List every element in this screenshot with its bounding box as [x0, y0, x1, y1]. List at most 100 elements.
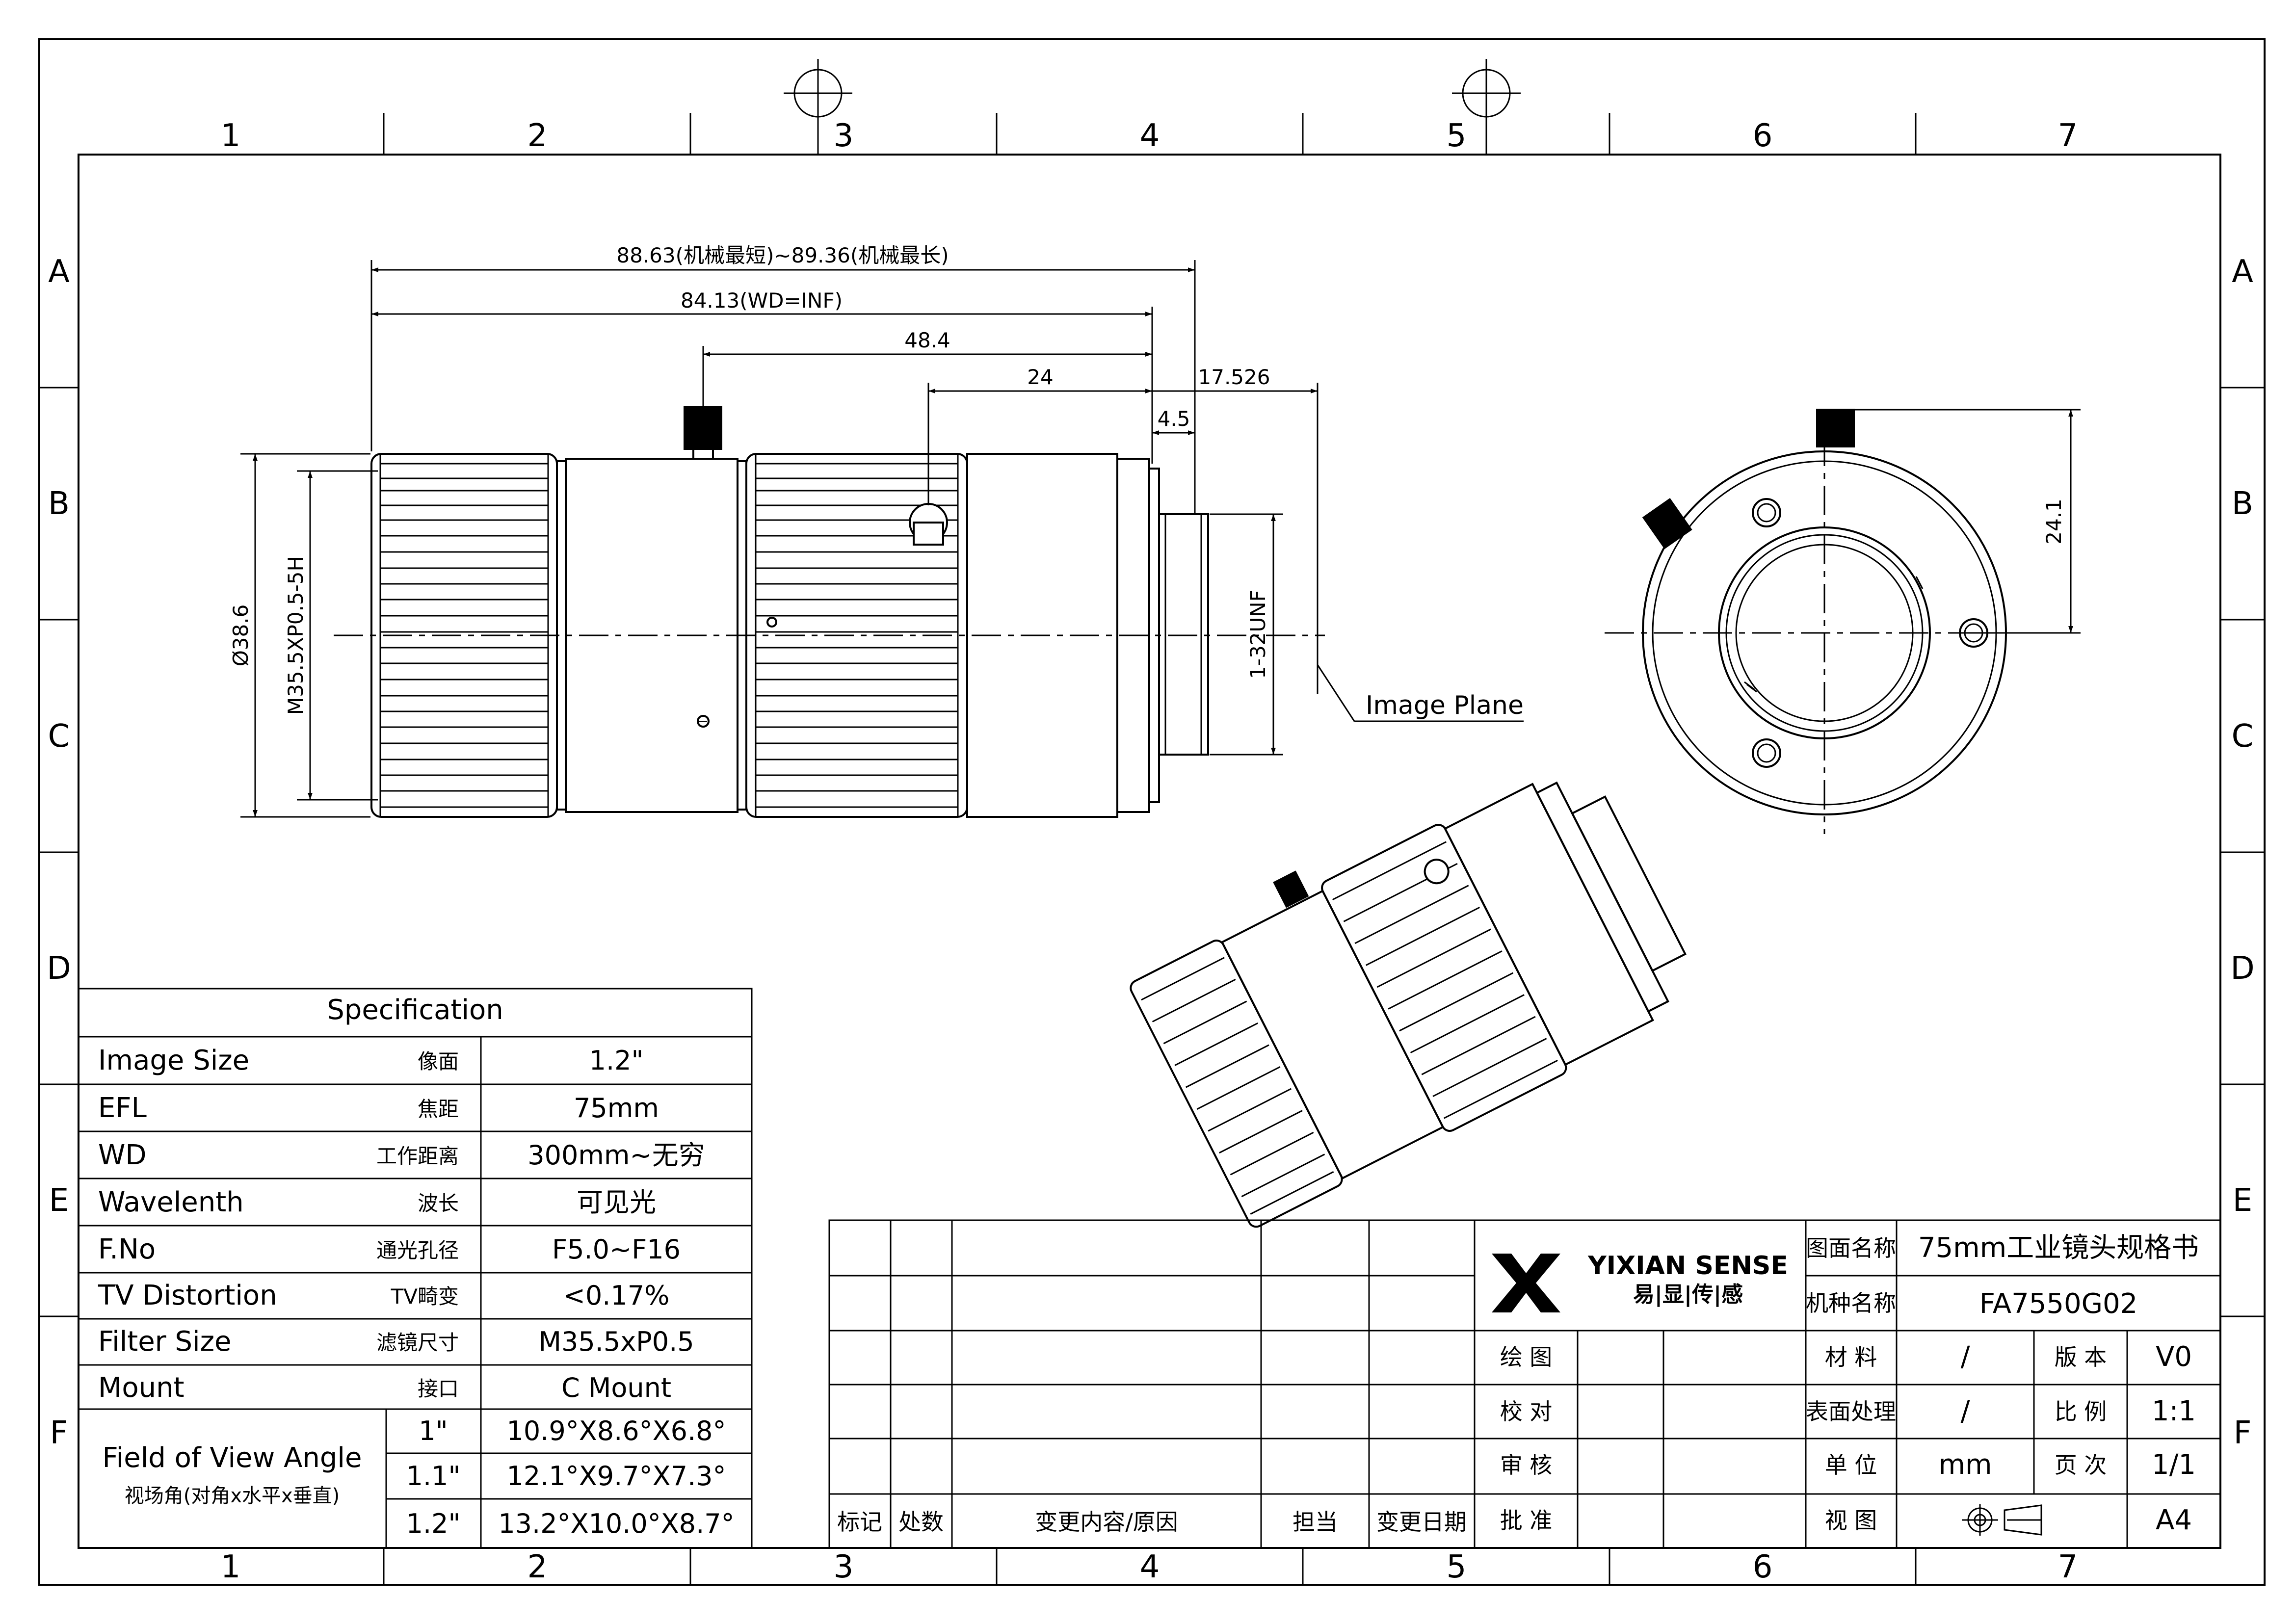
zone-col-bottom-2: 2 [528, 1549, 548, 1585]
zone-col-top-6: 6 [1753, 118, 1773, 154]
dim-24: 24 [1027, 365, 1053, 389]
dim-17-526: 17.526 [1198, 365, 1270, 389]
brand-name: YIXIAN SENSE [1587, 1251, 1788, 1281]
zone-row-left-B: B [48, 486, 70, 522]
lens-iso-view [1130, 781, 1687, 1228]
spec-cn-fov: 视场角(对角x水平x垂直) [125, 1485, 340, 1507]
dim-height: 24.1 [2042, 498, 2066, 545]
dim-overall-length: 88.63(机械最短)~89.36(机械最长) [616, 243, 949, 267]
spec-label-tv-distortion: TV Distortion [98, 1280, 277, 1311]
spec-label-efl: EFL [98, 1092, 147, 1124]
label-approved-by: 批 准 [1500, 1507, 1553, 1534]
zone-col-top-7: 7 [2058, 118, 2078, 154]
spec-label-mount: Mount [98, 1372, 185, 1404]
zone-row-left-E: E [49, 1182, 69, 1219]
spec-value-filter-size: M35.5xP0.5 [538, 1326, 694, 1357]
spec-cn-wavelength: 波长 [418, 1191, 459, 1215]
fov-value-1: 10.9°X8.6°X6.8° [507, 1415, 726, 1446]
label-checked-by: 校 对 [1500, 1398, 1553, 1425]
zone-row-right-A: A [2232, 254, 2253, 290]
spec-value-efl: 75mm [574, 1093, 659, 1124]
zone-row-right-E: E [2233, 1182, 2252, 1219]
spec-value-wd: 300mm~无穷 [528, 1140, 705, 1171]
fov-size-1-1: 1.1" [406, 1461, 461, 1492]
zone-col-top-2: 2 [528, 118, 548, 154]
spec-value-wavelength: 可见光 [577, 1187, 656, 1218]
dim-48-4: 48.4 [904, 328, 950, 352]
label-page: 页 次 [2055, 1452, 2107, 1478]
unit-value: mm [1938, 1449, 1992, 1481]
spec-value-mount: C Mount [561, 1372, 671, 1403]
zone-col-top-5: 5 [1447, 118, 1467, 154]
centering-mark-right [1452, 59, 1521, 155]
fov-size-1-2: 1.2" [406, 1508, 461, 1539]
dim-mount-thread: 1-32UNF [1246, 590, 1270, 679]
label-unit: 单 位 [1825, 1452, 1877, 1478]
spec-table [78, 988, 753, 1549]
zone-row-left-F: F [50, 1415, 68, 1451]
spec-cn-tv-distortion: TV畸变 [391, 1284, 459, 1309]
spec-value-fno: F5.0~F16 [552, 1234, 681, 1265]
spec-label-wd: WD [98, 1139, 147, 1171]
revision-header-count: 处数 [898, 1509, 944, 1535]
label-drawn-by: 绘 图 [1500, 1344, 1553, 1370]
spec-cn-fno: 通光孔径 [376, 1238, 459, 1262]
zone-col-bottom-1: 1 [221, 1549, 241, 1585]
revision-header-content: 变更内容/原因 [1035, 1509, 1178, 1535]
zone-row-left-D: D [47, 950, 71, 987]
zone-col-bottom-3: 3 [834, 1549, 854, 1585]
fov-value-1-2: 13.2°X10.0°X8.7° [498, 1508, 734, 1539]
image-plane-label: Image Plane [1366, 691, 1524, 720]
label-model-name: 机种名称 [1806, 1290, 1896, 1316]
spec-cn-mount: 接口 [418, 1377, 459, 1401]
zone-dividers [39, 113, 2265, 1585]
label-version: 版 本 [2055, 1344, 2107, 1370]
zone-row-left-A: A [48, 254, 70, 290]
spec-label-filter-size: Filter Size [98, 1326, 231, 1358]
dim-filter-thread: M35.5XP0.5-5H [284, 556, 308, 715]
zone-row-left-C: C [48, 718, 70, 755]
zone-col-bottom-5: 5 [1447, 1549, 1467, 1585]
brand-name-cn: 易|显|传|感 [1633, 1282, 1743, 1307]
label-scale: 比 例 [2055, 1398, 2107, 1425]
version-value: V0 [2156, 1341, 2192, 1373]
page-value: 1/1 [2152, 1449, 2196, 1481]
label-drawing-name: 图面名称 [1806, 1235, 1896, 1261]
spec-title: Specification [327, 994, 503, 1026]
spec-label-fov: Field of View Angle [103, 1442, 362, 1474]
spec-label-fno: F.No [98, 1233, 156, 1265]
spec-cn-filter-size: 滤镜尺寸 [376, 1331, 459, 1355]
revision-header-date: 变更日期 [1376, 1509, 1467, 1535]
zone-row-right-D: D [2230, 950, 2254, 987]
zone-row-right-C: C [2232, 718, 2254, 755]
dim-4-5: 4.5 [1158, 407, 1190, 431]
lens-side-view [370, 406, 1209, 818]
zone-col-bottom-4: 4 [1140, 1549, 1160, 1585]
zone-col-bottom-7: 7 [2058, 1549, 2078, 1585]
spec-cn-image-size: 像面 [418, 1049, 459, 1074]
spec-cn-wd: 工作距离 [376, 1144, 459, 1168]
revision-header-mark: 标记 [837, 1509, 882, 1535]
model-name-value: FA7550G02 [1979, 1288, 2138, 1320]
zone-col-bottom-6: 6 [1753, 1549, 1773, 1585]
centering-mark-left [784, 59, 852, 155]
front-view-centerlines [1605, 409, 2081, 834]
zone-row-right-B: B [2232, 486, 2253, 522]
label-material: 材 料 [1825, 1344, 1877, 1370]
label-surface: 表面处理 [1806, 1398, 1896, 1425]
zone-col-top-3: 3 [834, 118, 854, 154]
spec-value-image-size: 1.2" [589, 1045, 644, 1076]
label-reviewed-by: 审 核 [1500, 1452, 1553, 1478]
title-block-grid [828, 1219, 2221, 1549]
revision-header-owner: 担当 [1293, 1509, 1338, 1535]
spec-label-wavelength: Wavelenth [98, 1186, 244, 1218]
dimension-lines [240, 260, 1319, 818]
projection-symbol-icon [1962, 1504, 2042, 1536]
label-view: 视 图 [1825, 1507, 1877, 1534]
paper-size-value: A4 [2156, 1504, 2192, 1536]
image-plane-mark [1317, 576, 1524, 722]
scale-value: 1:1 [2152, 1395, 2196, 1427]
spec-cn-efl: 焦距 [418, 1097, 459, 1121]
